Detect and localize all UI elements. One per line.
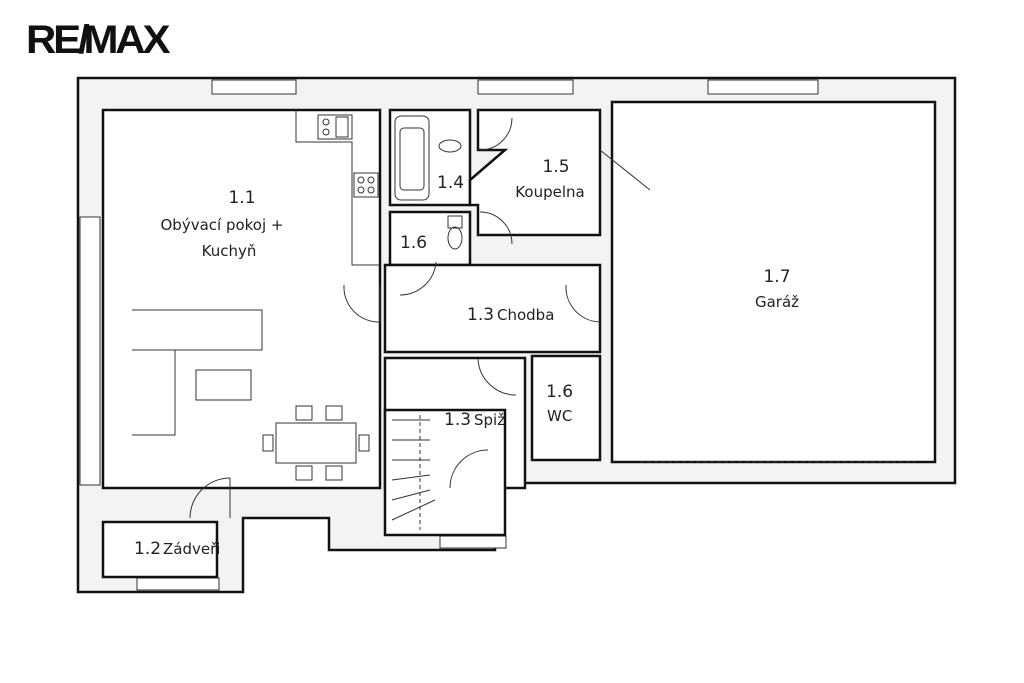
room-koupelna — [468, 108, 602, 237]
room-number-1-7: 1.7 — [763, 267, 790, 287]
room-living — [101, 108, 382, 490]
sink — [438, 139, 462, 153]
staircase — [391, 415, 436, 530]
room-name-1-1: Obývací pokoj + — [161, 216, 284, 234]
room-number-1-2: 1.2 — [134, 539, 161, 559]
room-name-chodba: Chodba — [497, 306, 554, 324]
room-number-1-6-upper: 1.6 — [400, 233, 427, 253]
windows — [79, 79, 819, 591]
dining-table — [262, 405, 370, 481]
toilet — [447, 215, 463, 250]
room-number-1-5: 1.5 — [542, 157, 569, 177]
room-wc-lower — [530, 354, 602, 462]
bathtub — [394, 115, 430, 201]
room-number-spiz: 1.3 — [444, 410, 471, 430]
doors — [189, 117, 651, 519]
kitchen-counter — [295, 110, 380, 266]
room-name-wc: WC — [547, 407, 572, 425]
room-bath-1-4 — [388, 108, 472, 207]
room-name-spiz: Spiž — [474, 411, 505, 429]
room-number-1-6-lower: 1.6 — [546, 382, 573, 402]
room-name-1-5: Koupelna — [515, 183, 584, 201]
room-zadveri — [101, 520, 219, 579]
room-wc-upper — [388, 210, 472, 267]
room-garage — [610, 100, 937, 464]
room-number-1-4: 1.4 — [437, 173, 464, 193]
room-name-1-1b: Kuchyň — [202, 242, 257, 260]
room-name-1-7: Garáž — [755, 293, 799, 311]
room-name-1-2: Zádveři — [163, 540, 220, 558]
sofa — [132, 309, 263, 436]
room-number-1-1: 1.1 — [228, 188, 255, 208]
remax-logo: RE/MAX — [26, 18, 170, 62]
room-number-chodba: 1.3 — [467, 305, 494, 325]
room-chodba — [383, 263, 602, 354]
